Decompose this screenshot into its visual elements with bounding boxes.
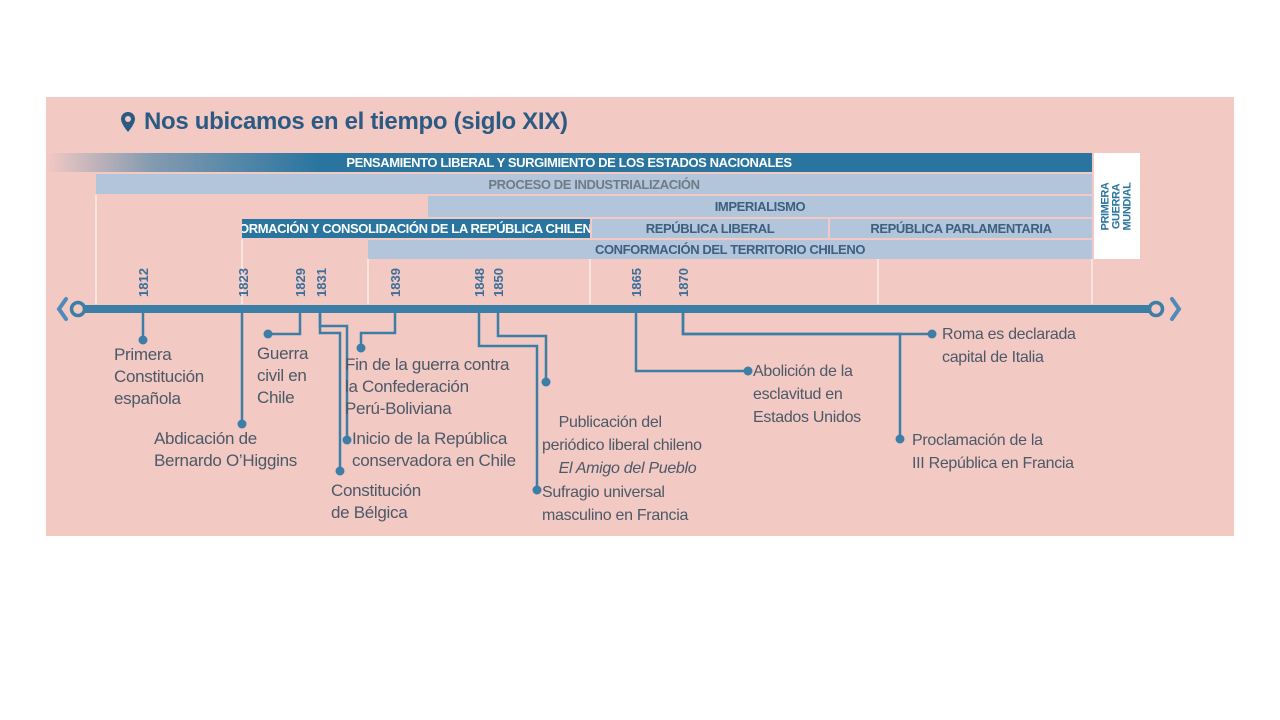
connector-1831a bbox=[318, 309, 342, 471]
band-formacion-republica: FORMACIÓN Y CONSOLIDACIÓN DE LA REPÚBLIC… bbox=[242, 219, 590, 238]
event-1850-periodico: El Amigo del Pueblo bbox=[558, 460, 697, 477]
connector-1848 bbox=[477, 309, 539, 490]
chevron-right-icon bbox=[1170, 297, 1182, 321]
event-dot bbox=[263, 329, 273, 339]
connector-1865 bbox=[634, 309, 748, 373]
timeline-title: Nos ubicamos en el tiempo (siglo XIX) bbox=[120, 107, 568, 137]
event-dot bbox=[532, 485, 542, 495]
event-1823: Abdicación de Bernardo O’Higgins bbox=[154, 429, 297, 470]
event-1831-belgica: Constitución de Bélgica bbox=[331, 481, 421, 522]
band-republica-liberal: REPÚBLICA LIBERAL bbox=[592, 219, 828, 238]
year-label-1829: 1829 bbox=[293, 268, 308, 297]
band-republica-parlamentaria: REPÚBLICA PARLAMENTARIA bbox=[830, 219, 1092, 238]
timeline-panel: Nos ubicamos en el tiempo (siglo XIX) PE… bbox=[46, 97, 1234, 536]
year-label-1850: 1850 bbox=[491, 268, 506, 297]
event-1812: Primera Constitución española bbox=[114, 345, 204, 408]
event-dot bbox=[138, 335, 148, 345]
band-primera-guerra-mundial: PRIMERA GUERRA MUNDIAL bbox=[1094, 153, 1140, 259]
timeline-graphic: 1812 1823 1829 1831 1839 1848 1850 1865 … bbox=[56, 195, 1182, 495]
event-1839: Fin de la guerra contra la Confederación… bbox=[345, 355, 510, 418]
event-dot bbox=[541, 377, 551, 387]
event-1848: Sufragio universal masculino en Francia bbox=[542, 484, 689, 524]
event-dot bbox=[895, 434, 905, 444]
event-dot bbox=[743, 366, 753, 376]
axis-end-node bbox=[1147, 300, 1165, 318]
connector-1831b bbox=[318, 309, 349, 440]
event-dot bbox=[237, 419, 247, 429]
event-dot bbox=[356, 343, 366, 353]
band-industrializacion: PROCESO DE INDUSTRIALIZACIÓN bbox=[96, 174, 1092, 194]
event-1870-francia: Proclamación de la III República en Fran… bbox=[912, 432, 1074, 472]
year-label-1823: 1823 bbox=[236, 268, 251, 297]
year-label-1870: 1870 bbox=[676, 268, 691, 297]
year-label-1812: 1812 bbox=[136, 268, 151, 297]
connector-1850 bbox=[496, 309, 548, 382]
event-dot bbox=[927, 329, 937, 339]
connector-1839 bbox=[359, 309, 397, 348]
event-1829: Guerra civil en Chile bbox=[257, 344, 309, 407]
event-1831-republica-conservadora: Inicio de la República conservadora en C… bbox=[352, 429, 516, 470]
connector-1829 bbox=[268, 309, 302, 336]
location-pin-icon bbox=[121, 112, 135, 132]
event-dot bbox=[342, 435, 352, 445]
event-1850-text: Publicación del periódico liberal chilen… bbox=[542, 414, 702, 454]
year-label-1839: 1839 bbox=[388, 268, 403, 297]
year-label-1865: 1865 bbox=[629, 268, 644, 297]
event-1870-roma: Roma es declarada capital de Italia bbox=[942, 326, 1076, 366]
connectors bbox=[141, 309, 932, 490]
year-label-1848: 1848 bbox=[472, 268, 487, 297]
connector-1870b bbox=[681, 309, 902, 439]
band-imperialismo: IMPERIALISMO bbox=[428, 196, 1092, 217]
event-1850: Publicación del periódico liberal chilen… bbox=[542, 388, 702, 503]
band-territorio-chileno: CONFORMACIÓN DEL TERRITORIO CHILENO bbox=[368, 240, 1092, 259]
year-label-1831: 1831 bbox=[314, 268, 329, 297]
axis-start-node bbox=[69, 300, 87, 318]
event-dot bbox=[335, 466, 345, 476]
chevron-left-icon bbox=[56, 297, 68, 321]
band-pensamiento-liberal: PENSAMIENTO LIBERAL Y SURGIMIENTO DE LOS… bbox=[46, 153, 1092, 172]
event-1865: Abolición de la esclavitud en Estados Un… bbox=[753, 363, 861, 426]
title-text: Nos ubicamos en el tiempo (siglo XIX) bbox=[144, 108, 568, 135]
